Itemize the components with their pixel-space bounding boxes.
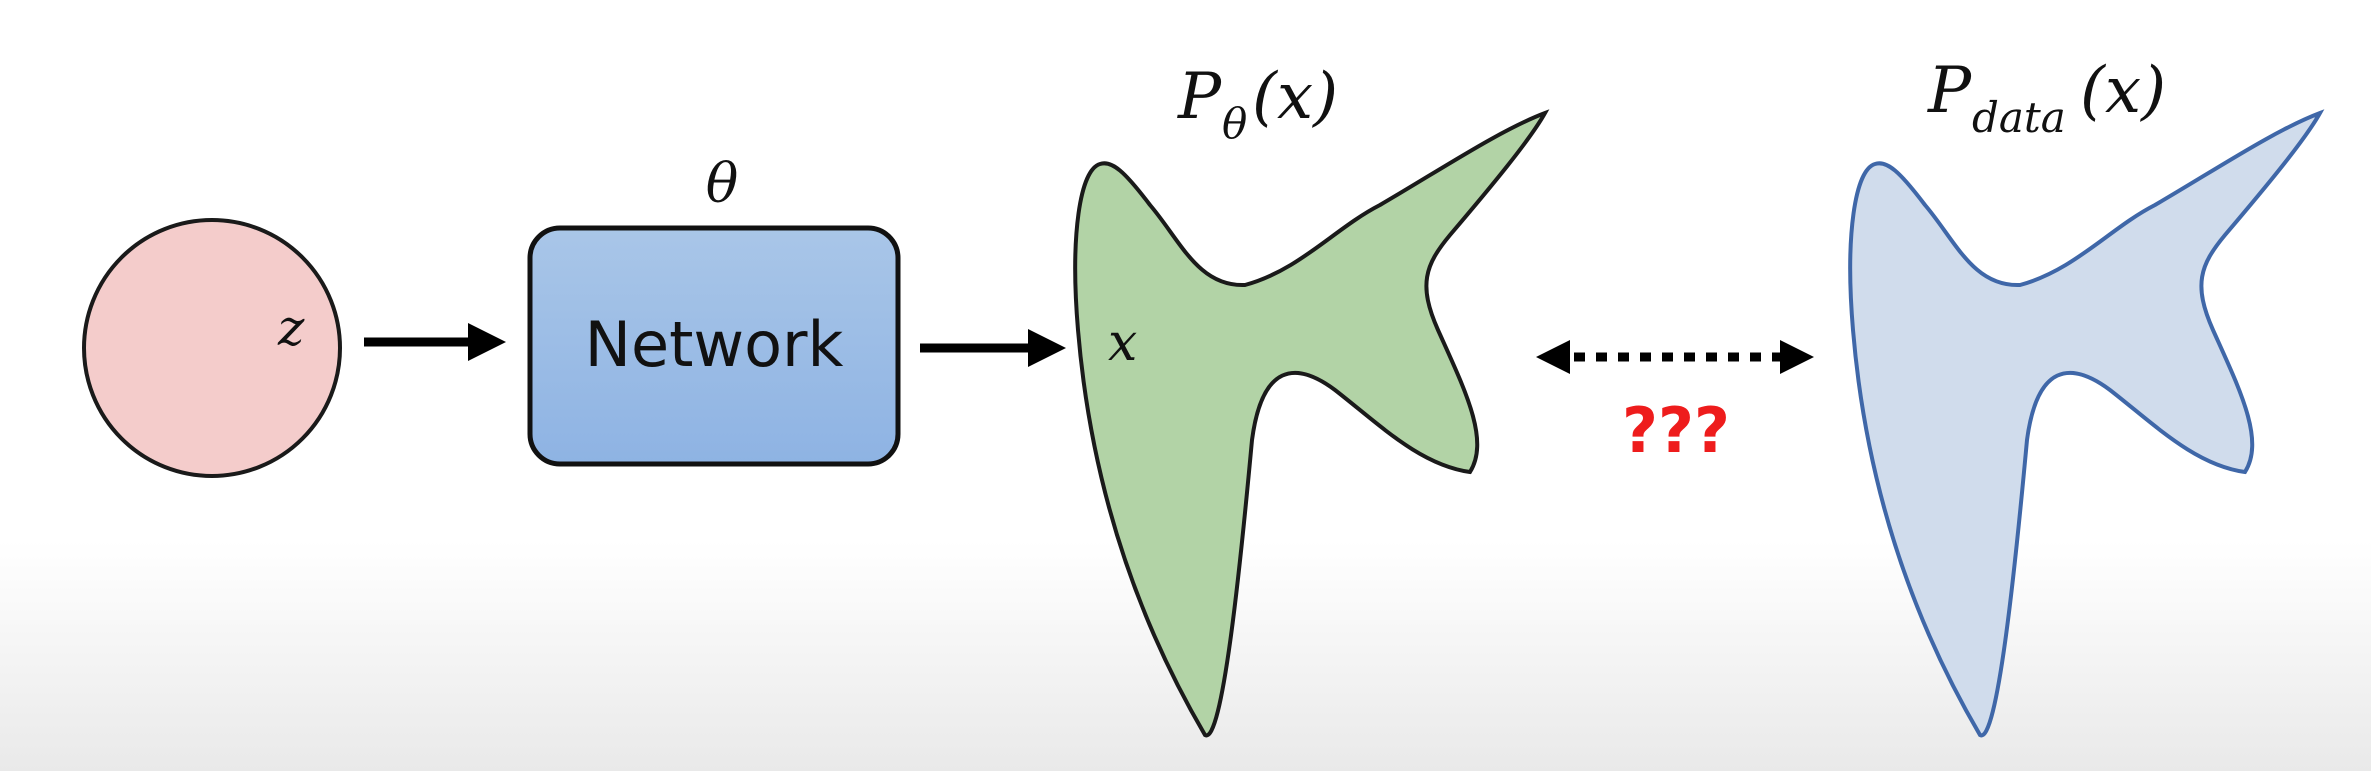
comparison-arrow xyxy=(1536,340,1814,374)
data-distribution-subscript: data xyxy=(1972,93,2066,142)
arrow-network-to-model xyxy=(920,329,1066,367)
data-distribution-shape xyxy=(1848,109,2325,738)
comparison-question-label: ??? xyxy=(1622,394,1730,467)
data-distribution-argument: (x) xyxy=(2080,54,2166,128)
network-label: Network xyxy=(585,308,844,381)
model-distribution-title: P θ (x) xyxy=(1177,60,1338,148)
model-distribution-argument: (x) xyxy=(1252,60,1338,134)
data-distribution-title: P data (x) xyxy=(1927,54,2166,142)
model-distribution-subscript: θ xyxy=(1222,99,1247,148)
latent-circle xyxy=(82,218,342,478)
network-box xyxy=(527,225,901,467)
model-distribution-symbol: P xyxy=(1177,60,1222,134)
model-distribution-shape xyxy=(1073,109,1550,738)
network-parameter-label: θ xyxy=(706,152,739,215)
data-distribution-symbol: P xyxy=(1927,54,1972,128)
sample-label: x xyxy=(1108,313,1137,373)
latent-variable-label: z xyxy=(277,299,305,357)
arrow-latent-to-network xyxy=(364,323,506,361)
